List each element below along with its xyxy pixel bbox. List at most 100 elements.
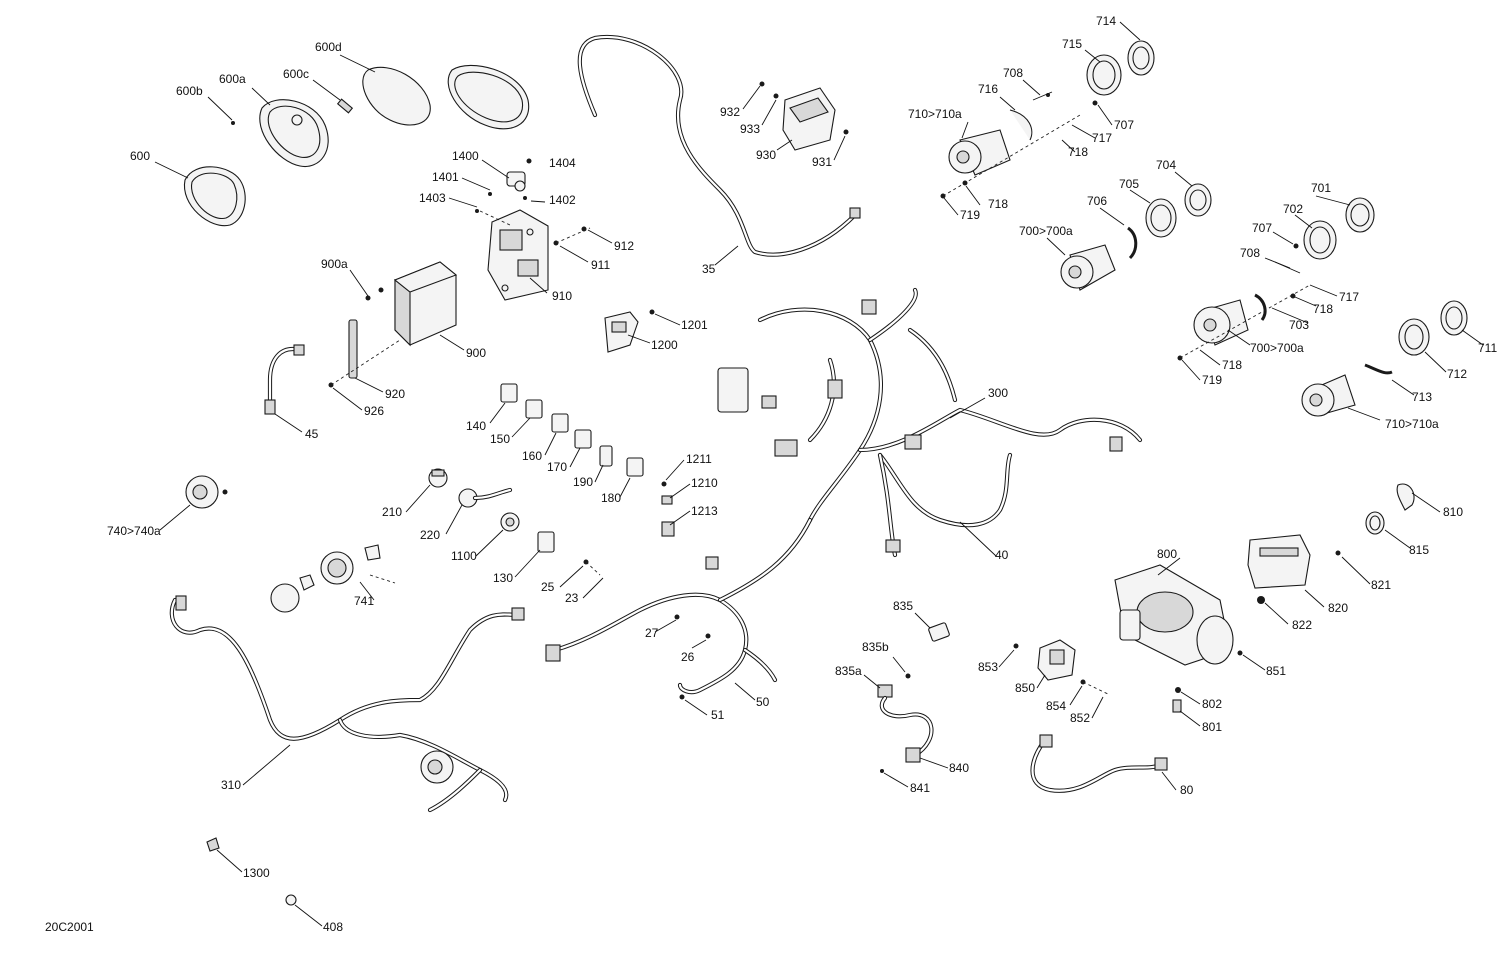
gauge-lens-600d [362, 66, 431, 126]
label-911: 911 [591, 258, 610, 272]
label-600a: 600a [219, 72, 246, 86]
label-50: 50 [756, 695, 770, 709]
ring-715 [1086, 54, 1122, 96]
label-719b: 719 [1202, 373, 1222, 387]
switch-835 [928, 622, 950, 642]
fuse-1210 [661, 495, 673, 505]
relay-140 [500, 383, 518, 403]
label-180: 180 [601, 491, 621, 505]
winch-800 [1114, 564, 1234, 666]
label-932: 932 [720, 105, 740, 119]
label-851: 851 [1266, 664, 1286, 678]
label-1210: 1210 [691, 476, 718, 490]
label-718a: 718 [1068, 145, 1088, 159]
bracket-1200 [604, 311, 639, 353]
label-130: 130 [493, 571, 513, 585]
label-712: 712 [1447, 367, 1467, 381]
headlight-710-top [948, 129, 1011, 176]
label-912: 912 [614, 239, 634, 253]
label-600: 600 [130, 149, 150, 163]
label-711: 711 [1478, 341, 1497, 355]
leader-lines [154, 21, 1484, 927]
label-210: 210 [382, 505, 402, 519]
label-703: 703 [1289, 318, 1309, 332]
cable-80 [1030, 734, 1168, 793]
label-822: 822 [1292, 618, 1312, 632]
figure-id: 20C2001 [45, 920, 94, 934]
main-harness-300 [717, 287, 1143, 523]
clip-706 [1127, 226, 1138, 260]
label-719a: 719 [960, 208, 980, 222]
label-801: 801 [1202, 720, 1222, 734]
label-854: 854 [1046, 699, 1066, 713]
label-716: 716 [978, 82, 998, 96]
washer-815 [1365, 511, 1385, 535]
ecm-box-900 [393, 261, 458, 347]
label-800: 800 [1157, 547, 1177, 561]
label-835: 835 [893, 599, 913, 613]
ring-702 [1303, 220, 1337, 260]
label-27: 27 [645, 626, 659, 640]
relay-170 [574, 429, 592, 449]
ring-711 [1440, 300, 1468, 336]
label-40: 40 [995, 548, 1009, 562]
label-1400: 1400 [452, 149, 479, 163]
harness-310 [169, 595, 525, 813]
label-1200: 1200 [651, 338, 678, 352]
label-740-740a: 740>740a [107, 524, 161, 538]
label-408: 408 [323, 920, 343, 934]
label-1401: 1401 [432, 170, 459, 184]
bracket-910 [487, 209, 549, 301]
label-220: 220 [420, 528, 440, 542]
label-704: 704 [1156, 158, 1176, 172]
label-714: 714 [1096, 14, 1116, 28]
label-820: 820 [1328, 601, 1348, 615]
label-841: 841 [910, 781, 930, 795]
switch-130 [537, 531, 555, 553]
label-80: 80 [1180, 783, 1194, 797]
gauge-cluster [447, 64, 530, 130]
ring-712 [1398, 318, 1430, 356]
label-1213: 1213 [691, 504, 718, 518]
label-708b: 708 [1240, 246, 1260, 260]
ring-714 [1127, 40, 1155, 76]
label-600d: 600d [315, 40, 342, 54]
label-310: 310 [221, 778, 241, 792]
cable-35 [577, 34, 861, 257]
label-717a: 717 [1092, 131, 1112, 145]
fuse-1213 [661, 521, 675, 537]
label-705: 705 [1119, 177, 1139, 191]
label-700-700a-top: 700>700a [1019, 224, 1073, 238]
label-1100: 1100 [451, 549, 477, 563]
ring-705 [1145, 198, 1177, 238]
label-852: 852 [1070, 711, 1090, 725]
label-707b: 707 [1252, 221, 1272, 235]
fairlead-820 [1247, 534, 1311, 589]
label-910: 910 [552, 289, 572, 303]
clip-716 [1009, 109, 1033, 141]
gauge-seal-600a [259, 99, 329, 168]
strap-920 [348, 319, 358, 379]
label-45: 45 [305, 427, 319, 441]
label-1403: 1403 [419, 191, 446, 205]
label-35: 35 [702, 262, 716, 276]
headlight-700-upper [1060, 244, 1116, 291]
label-51: 51 [711, 708, 725, 722]
label-300: 300 [988, 386, 1008, 400]
label-718c: 718 [1313, 302, 1333, 316]
socket-220 [458, 487, 513, 508]
label-718b: 718 [988, 197, 1008, 211]
headlight-710-lower [1301, 374, 1356, 417]
relay-180 [626, 457, 644, 477]
label-810: 810 [1443, 505, 1463, 519]
label-140: 140 [466, 419, 486, 433]
relay-1400 [506, 171, 526, 192]
regulator-930 [782, 87, 836, 151]
label-190: 190 [573, 475, 593, 489]
harness-40 [877, 452, 1013, 558]
label-840: 840 [949, 761, 969, 775]
connector-835a [877, 684, 893, 698]
label-835a: 835a [835, 664, 862, 678]
harness-840 [879, 695, 934, 763]
